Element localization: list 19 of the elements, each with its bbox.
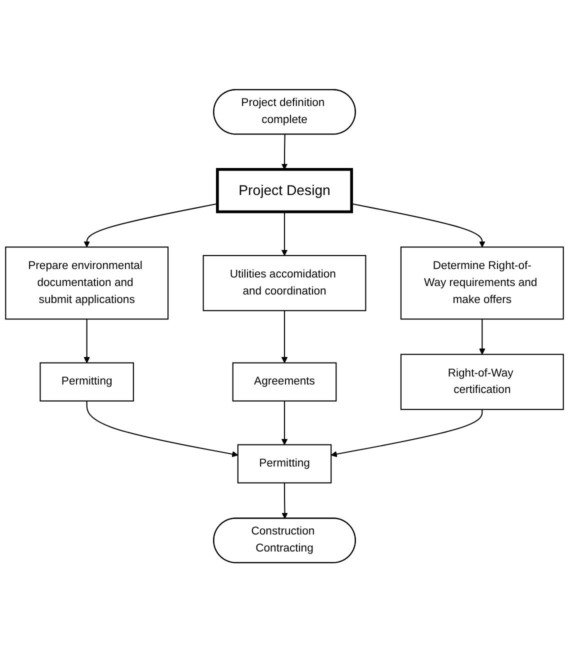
node-box: Determine Right-of-Way requirements and make offers xyxy=(400,246,564,320)
arrow xyxy=(86,401,238,458)
arrow xyxy=(281,212,288,256)
arrow xyxy=(282,483,288,520)
node-box: Permitting xyxy=(40,362,134,402)
arrow xyxy=(281,310,288,364)
arrow xyxy=(479,319,486,356)
arrow xyxy=(84,204,218,248)
node-box: Utilities accomidation and coordination xyxy=(202,255,366,312)
node-box: Right-of-Way certification xyxy=(400,354,564,410)
arrow xyxy=(281,134,288,170)
arrow xyxy=(281,401,288,446)
arrow xyxy=(351,204,486,248)
arrow xyxy=(330,410,483,458)
node-box: Project Design xyxy=(216,168,353,214)
node-box: Prepare environmental documentation and submit applications xyxy=(5,246,169,320)
arrow xyxy=(84,319,90,364)
node-box: Agreements xyxy=(232,362,337,402)
node-box: Permitting xyxy=(237,444,332,484)
